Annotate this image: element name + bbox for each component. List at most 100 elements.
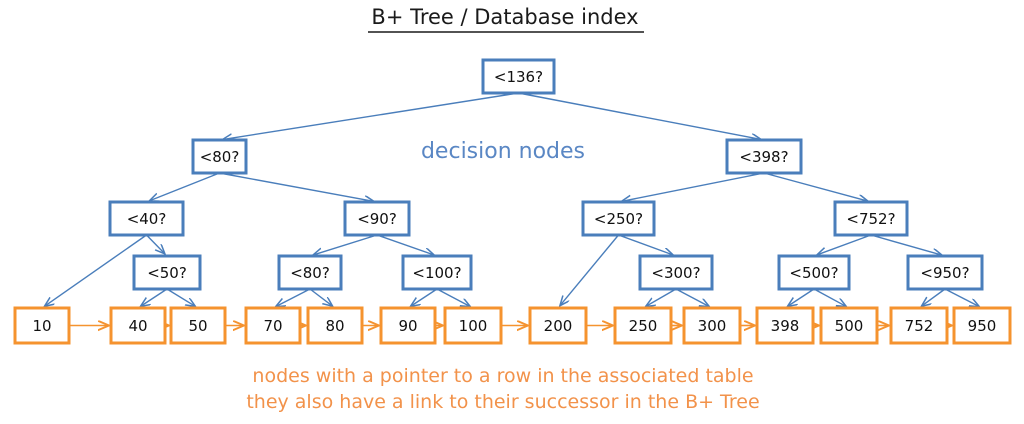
tree-edge: [675, 288, 709, 307]
tree-edge: [621, 172, 765, 201]
decision-node-box[interactable]: [906, 254, 984, 291]
decision-node[interactable]: <80?: [277, 254, 343, 291]
decision-node-label: <50?: [147, 264, 187, 282]
decision-node[interactable]: <50?: [132, 254, 202, 291]
decision-node-label: <300?: [651, 264, 700, 282]
decision-node-label: <500?: [789, 264, 838, 282]
page-title: B+ Tree / Database index: [368, 5, 644, 33]
decision-node[interactable]: <100?: [401, 254, 473, 291]
tree-edge: [309, 288, 333, 306]
leaf-node[interactable]: 40: [109, 306, 167, 345]
tree-edge: [646, 288, 677, 307]
leaf-node-label: 70: [263, 317, 282, 335]
decision-node-label: <80?: [290, 264, 330, 282]
leaf-node-box[interactable]: [379, 306, 437, 345]
leaf-node[interactable]: 300: [682, 306, 742, 345]
decision-node-label: <90?: [357, 210, 397, 228]
decision-node[interactable]: <40?: [108, 200, 185, 237]
leaf-node[interactable]: 200: [528, 306, 588, 345]
leaf-node-box[interactable]: [528, 306, 588, 345]
caption-line-2: they also have a link to their successor…: [246, 391, 759, 413]
tree-edge: [618, 234, 674, 255]
tree-edge: [376, 234, 434, 255]
leaf-node-label: 10: [32, 317, 51, 335]
decision-node-box[interactable]: [191, 138, 248, 175]
tree-edge: [788, 288, 815, 306]
tree-edge: [944, 288, 979, 307]
leaf-node-box[interactable]: [13, 306, 71, 345]
leaf-node-box[interactable]: [819, 306, 879, 345]
leaf-node-label: 300: [698, 317, 727, 335]
caption-line-1: nodes with a pointer to a row in the ass…: [252, 365, 753, 387]
leaf-node-box[interactable]: [755, 306, 815, 345]
decision-node[interactable]: <90?: [343, 200, 411, 237]
leaf-node[interactable]: 950: [952, 306, 1012, 345]
leaf-node-box[interactable]: [443, 306, 503, 345]
decision-node[interactable]: <250?: [581, 200, 656, 237]
tree-edge: [145, 234, 165, 254]
decision-node-box[interactable]: [401, 254, 473, 291]
decision-node-label: <80?: [200, 148, 240, 166]
decision-node-label: <250?: [594, 210, 643, 228]
leaf-node-label: 200: [544, 317, 573, 335]
leaf-node[interactable]: 70: [244, 306, 302, 345]
tree-edge: [44, 234, 147, 306]
leaf-node[interactable]: 80: [306, 306, 364, 345]
decision-nodes-layer: <136? <80? <398? <40? <90? <250? <752? <50? <80?…: [108, 58, 984, 291]
tree-edge: [141, 288, 168, 306]
decision-node[interactable]: <950?: [906, 254, 984, 291]
leaf-node-label: 50: [188, 317, 207, 335]
decision-node-box[interactable]: [343, 200, 411, 237]
leaf-node[interactable]: 10: [13, 306, 71, 345]
decision-node[interactable]: <398?: [725, 138, 803, 175]
leaf-node-box[interactable]: [244, 306, 302, 345]
leaf-node-label: 950: [968, 317, 997, 335]
decision-node-box[interactable]: [132, 254, 202, 291]
decision-node-box[interactable]: [481, 58, 556, 95]
tree-edge: [817, 234, 872, 255]
leaf-node-label: 752: [905, 317, 934, 335]
leaf-node-box[interactable]: [889, 306, 949, 345]
leaf-node-label: 80: [325, 317, 344, 335]
leaf-node[interactable]: 50: [169, 306, 227, 345]
decision-node[interactable]: <80?: [191, 138, 248, 175]
decision-node-box[interactable]: [277, 254, 343, 291]
leaf-node-box[interactable]: [109, 306, 167, 345]
leaf-node-label: 250: [629, 317, 658, 335]
leaf-node[interactable]: 100: [443, 306, 503, 345]
decision-node-label: <100?: [412, 264, 461, 282]
tree-edge: [219, 172, 375, 201]
leaf-node-box[interactable]: [613, 306, 673, 345]
decision-node[interactable]: <300?: [638, 254, 714, 291]
decision-node[interactable]: <136?: [481, 58, 556, 95]
decision-node-label: <752?: [846, 210, 895, 228]
tree-edge: [166, 288, 195, 306]
decision-node-box[interactable]: [725, 138, 803, 175]
leaf-node[interactable]: 398: [755, 306, 815, 345]
decision-node-box[interactable]: [833, 200, 909, 237]
tree-edge: [436, 288, 470, 307]
leaf-node-box[interactable]: [952, 306, 1012, 345]
leaf-node-label: 100: [459, 317, 488, 335]
decision-node[interactable]: <500?: [777, 254, 851, 291]
tree-edge: [813, 288, 846, 307]
leaf-node-box[interactable]: [169, 306, 227, 345]
decision-node[interactable]: <752?: [833, 200, 909, 237]
tree-edges-layer: [44, 92, 979, 307]
tree-edge: [222, 92, 519, 140]
tree-edge: [921, 288, 946, 306]
decision-node-box[interactable]: [777, 254, 851, 291]
tree-edge: [763, 172, 868, 201]
leaf-node-box[interactable]: [306, 306, 364, 345]
decision-node-box[interactable]: [638, 254, 714, 291]
tree-edge: [870, 234, 942, 255]
leaf-node[interactable]: 250: [613, 306, 673, 345]
leaf-node-box[interactable]: [682, 306, 742, 345]
decision-node-box[interactable]: [581, 200, 656, 237]
leaf-node[interactable]: 90: [379, 306, 437, 345]
decision-node-box[interactable]: [108, 200, 185, 237]
leaf-node[interactable]: 752: [889, 306, 949, 345]
leaf-node[interactable]: 500: [819, 306, 879, 345]
